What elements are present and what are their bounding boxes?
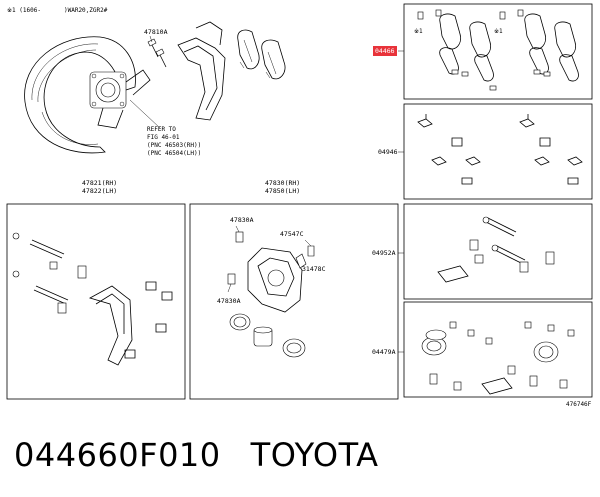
ref-note-1: ※1	[414, 28, 423, 35]
label-47850: 47850(LH)	[265, 187, 301, 195]
label-47822: 47822(LH)	[82, 187, 118, 195]
brand-name: TOYOTA	[250, 436, 379, 474]
label-47547C: 47547C	[280, 230, 304, 238]
label-pnc-lh: (PNC 46504(LH))	[147, 150, 202, 157]
part-number: 044660F010	[14, 436, 221, 474]
label-pnc-rh: (PNC 46503(RH))	[147, 142, 202, 149]
label-31478C: 31478C	[302, 265, 326, 273]
note-left: ※1 (1606-	[7, 7, 41, 14]
figure-code: 476746F	[566, 401, 592, 408]
label-04479A: 04479A	[372, 348, 396, 356]
label-04946: 04946	[378, 148, 398, 156]
label-47830A-top: 47830A	[230, 216, 254, 224]
label-47830: 47830(RH)	[265, 179, 301, 187]
ref-note-2: ※1	[494, 28, 503, 35]
seal-kit-drawing	[421, 321, 575, 395]
box-04479A	[403, 301, 593, 398]
box-04466	[403, 3, 593, 100]
hub	[89, 69, 151, 129]
bracket-top	[177, 21, 226, 121]
box-caliper-bracket	[6, 203, 186, 400]
dust-shield	[24, 36, 136, 154]
caliper-drawing	[227, 231, 315, 358]
box-caliper	[189, 203, 399, 400]
box-04952A	[403, 203, 593, 300]
label-47830A-bot: 47830A	[217, 297, 241, 305]
label-47810A: 47810A	[144, 28, 168, 36]
note-right: )WAR20,ZGR2#	[64, 7, 108, 14]
bolt-47810A	[147, 38, 167, 68]
clip-kit-drawing	[417, 114, 583, 185]
label-refer-to: REFER TO	[147, 126, 176, 133]
label-04952A: 04952A	[372, 249, 396, 257]
part-caption: 044660F010 TOYOTA	[14, 436, 379, 474]
label-04466-highlight[interactable]: 04466	[373, 46, 397, 56]
label-47821: 47821(RH)	[82, 179, 118, 187]
pads-top	[237, 29, 286, 80]
parts-diagram: ※1 (1606- )WAR20,ZGR2# 47810A REFER TO F…	[6, 3, 593, 408]
diagram-drawing	[6, 3, 593, 400]
pad-kit-drawing	[417, 9, 579, 91]
label-fig: FIG 46-01	[147, 134, 180, 141]
guide-pin-kit-drawing	[437, 216, 555, 283]
bracket-assembly-drawing	[12, 232, 173, 366]
box-04946	[403, 103, 593, 200]
